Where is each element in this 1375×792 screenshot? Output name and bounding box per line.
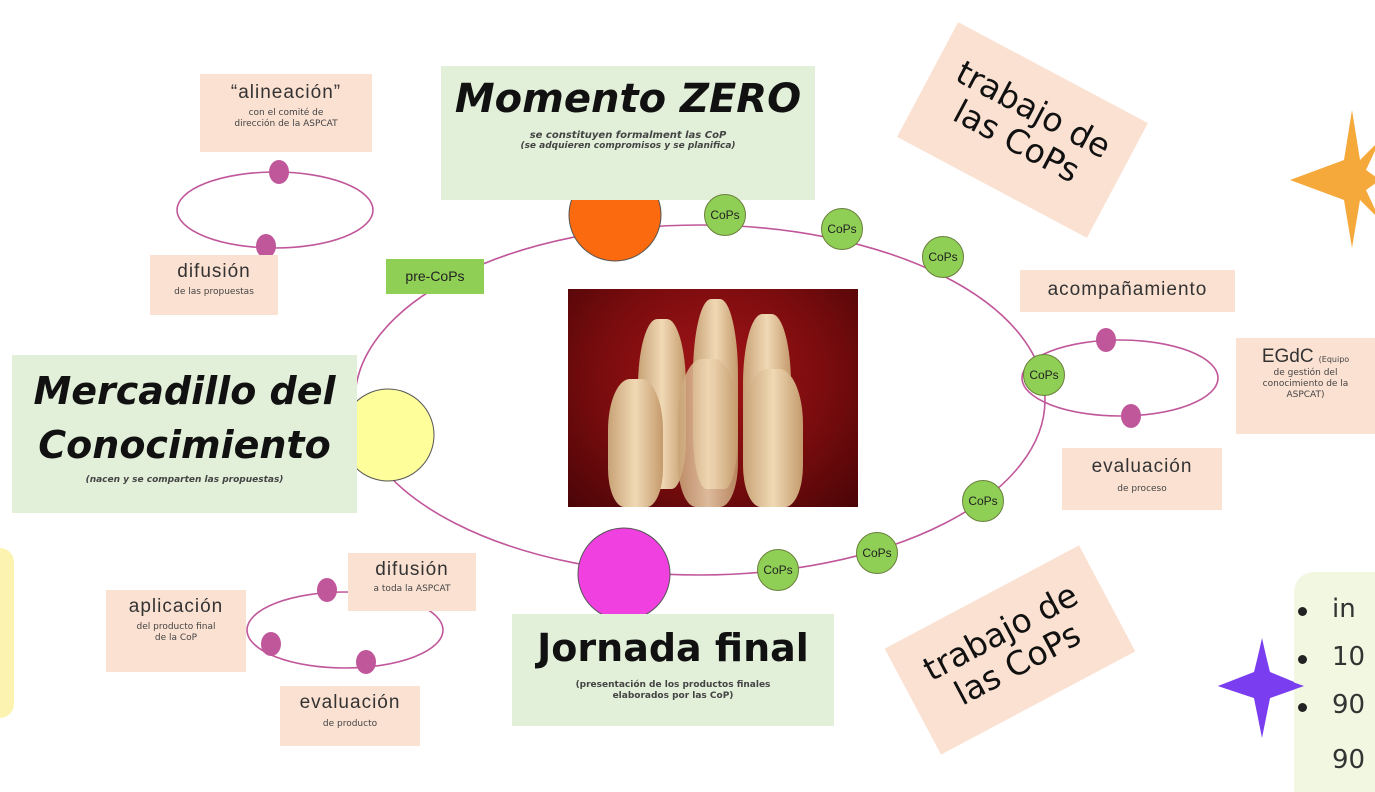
bullet-dot [1298,703,1307,712]
egdc-heading: EGdC (Equipo [1236,346,1375,368]
cops-bubble: CoPs [704,194,746,236]
evaluacion-bl-sub: de producto [322,719,378,729]
aplicacion-sub1: del producto final [136,622,216,632]
loop-dot [356,650,376,674]
purple-star-overlay [1218,638,1304,738]
egdc-loop [1021,339,1219,417]
evaluacion-proceso-box: evaluación de proceso [1062,448,1222,510]
aplicacion-loop [246,591,444,669]
aplicacion-title: aplicación [128,596,224,617]
wooden-figures-photo [568,289,858,507]
egdc-sub2: conocimiento de la [1262,379,1349,389]
cops-bubble: CoPs [962,480,1004,522]
difusion-aspcat-box: difusión a toda la ASPCAT [348,553,476,611]
bullet-dot [1298,655,1307,664]
evaluacion-sub: de proceso [1117,484,1167,494]
acompanamiento-title: acompañamiento [1047,279,1208,300]
cops-bubble: CoPs [821,208,863,250]
alineacion-loop [176,171,374,249]
loop-dot [256,234,276,258]
evaluacion-bl-title: evaluación [299,692,401,713]
alineacion-box: “alineación” con el comité de dirección … [200,74,372,152]
momento-zero-box: Momento ZERO se constituyen formalment l… [441,66,815,200]
bullet-item: 90 [1332,690,1366,720]
mercadillo-line1: Mercadillo del [33,369,336,413]
difusion-title: difusión [177,261,251,282]
pre-cops-label: pre-CoPs [386,259,484,294]
loop-dot [1121,404,1141,428]
momento-sub1: se constituyen formalment las CoP [529,130,727,141]
bullet-item: in [1332,594,1356,624]
aplicacion-box: aplicación del producto final de la CoP [106,590,246,672]
alineacion-title: “alineación” [230,82,342,103]
alineacion-sub1: con el comité de [248,108,324,118]
cops-bubble: CoPs [757,549,799,591]
evaluacion-title: evaluación [1091,456,1193,477]
purple-star-icon [1218,638,1304,738]
cops-bubble: CoPs [856,532,898,574]
aplicacion-sub2: de la CoP [154,633,198,643]
momento-sub2: (se adquieren compromisos y se planifica… [520,141,736,151]
evaluacion-producto-box: evaluación de producto [280,686,420,746]
loop-dot [269,160,289,184]
difusion-bl-sub: a toda la ASPCAT [373,584,451,594]
acompanamiento-box: acompañamiento [1020,270,1235,312]
egdc-sub1: de gestión del [1273,368,1338,378]
momento-title: Momento ZERO [454,76,802,122]
jornada-circle [577,527,671,621]
difusion-sub: de las propuestas [174,287,254,297]
difusion-bl-title: difusión [375,559,449,580]
jornada-final-box: Jornada final (presentación de los produ… [512,614,834,726]
orange-star-icon [1290,110,1375,248]
alineacion-sub2: dirección de la ASPCAT [234,119,338,129]
jornada-sub2: elaborados por las CoP) [612,691,734,701]
loop-dot [317,578,337,602]
mercadillo-sub: (nacen y se comparten las propuestas) [85,475,284,485]
mercadillo-box: Mercadillo del Conocimiento (nacen y se … [12,355,357,513]
jornada-title: Jornada final [537,626,809,670]
egdc-sub3: ASPCAT) [1286,390,1325,400]
bullet-item: 90 [1332,745,1366,775]
difusion-propuestas-box: difusión de las propuestas [150,255,278,315]
bullet-dot [1298,607,1307,616]
jornada-sub1: (presentación de los productos finales [575,680,771,690]
cops-bubble: CoPs [922,236,964,278]
egdc-small: (Equipo [1318,355,1350,364]
loop-dot [261,632,281,656]
bullet-item: 10 [1332,642,1366,672]
egdc-box: EGdC (Equipo de gestión del conocimiento… [1236,338,1375,434]
mercadillo-line2: Conocimiento [38,423,331,467]
egdc-title: EGdC [1261,346,1314,367]
left-edge-shape [0,548,14,718]
cops-bubble: CoPs [1023,354,1065,396]
bullet-panel [1294,572,1375,792]
loop-dot [1096,328,1116,352]
